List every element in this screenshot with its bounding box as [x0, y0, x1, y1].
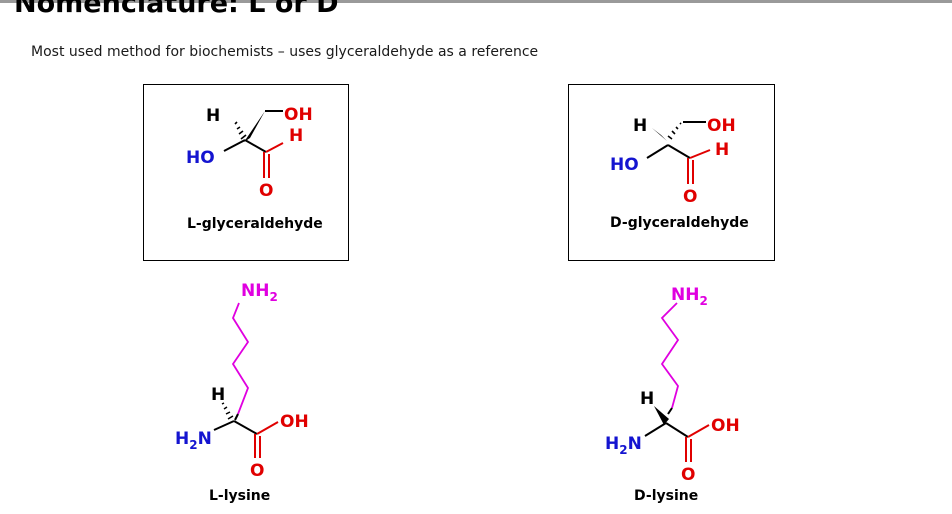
l-lysine-structure: NH2 H H2N OH O L-lysine [175, 281, 309, 504]
d-glyc-hashed-bond [667, 122, 682, 140]
l-lys-chain-to-ca [234, 413, 239, 421]
d-glyc-cc-bond [667, 144, 691, 159]
slide-title: Nomenclature: L or D [14, 0, 339, 19]
l-glyc-ho-bond [223, 139, 246, 152]
d-lys-h2n: H2N [605, 434, 642, 457]
d-lys-cc-bond [665, 422, 689, 438]
l-glyc-ho: HO [186, 148, 215, 168]
d-glyceraldehyde-box [568, 84, 775, 261]
d-lys-chain-to-ca [667, 407, 673, 415]
d-glyc-ald-h-bond [689, 149, 711, 159]
l-glyc-oh: OH [284, 105, 313, 125]
l-lys-h2n: H2N [175, 429, 212, 452]
d-lys-nh2: NH2 [671, 285, 708, 308]
l-lys-n-bond [213, 420, 235, 431]
d-glyc-ho-bond [646, 144, 669, 159]
d-lys-wedge-bond [654, 406, 669, 425]
l-lys-oh: OH [280, 412, 309, 432]
l-glyc-ald-h-bond [265, 142, 284, 153]
l-glyc-h: H [206, 106, 220, 126]
l-glyc-o: O [259, 181, 273, 201]
d-lys-o: O [681, 465, 695, 485]
l-glyceraldehyde-structure: H OH H HO O L-glyceraldehyde [186, 105, 323, 232]
l-lys-side-chain [231, 302, 250, 415]
d-glyc-oh: OH [707, 116, 736, 136]
d-glyc-h: H [633, 116, 647, 136]
l-lys-nh2: NH2 [241, 281, 278, 304]
l-glyc-ald-h: H [289, 126, 303, 146]
d-glyceraldehyde-label: D-glyceraldehyde [610, 215, 749, 231]
d-lysine-structure: NH2 H H2N OH O D-lysine [605, 285, 740, 504]
l-lys-hashed-bond [221, 402, 234, 420]
d-lys-oh: OH [711, 416, 740, 436]
d-lysine-label: D-lysine [634, 488, 698, 504]
l-glyc-cc-bond [244, 139, 267, 153]
l-glyceraldehyde-box [143, 84, 349, 261]
d-lys-h: H [640, 389, 654, 409]
l-lys-cc-bond [233, 420, 258, 435]
l-lys-o: O [250, 461, 264, 481]
d-glyc-o: O [683, 187, 697, 207]
d-lys-side-chain [660, 302, 680, 409]
d-glyc-wedge-bond [652, 128, 667, 141]
d-lys-n-bond [644, 422, 667, 437]
l-lysine-label: L-lysine [209, 488, 270, 504]
top-rule [0, 0, 952, 3]
d-glyc-ald-h: H [715, 140, 729, 160]
d-glyc-ho: HO [610, 155, 639, 175]
d-lys-c-oh-bond [687, 424, 710, 438]
l-lys-h: H [211, 385, 225, 405]
d-glyceraldehyde-structure: H OH H HO O D-glyceraldehyde [610, 116, 749, 231]
l-glyceraldehyde-label: L-glyceraldehyde [187, 216, 323, 232]
l-lys-c-oh-bond [256, 421, 279, 435]
l-glyc-wedge-bond [244, 111, 265, 142]
l-glyc-hashed-bond [234, 121, 247, 140]
slide-subtitle: Most used method for biochemists – uses … [31, 44, 539, 60]
